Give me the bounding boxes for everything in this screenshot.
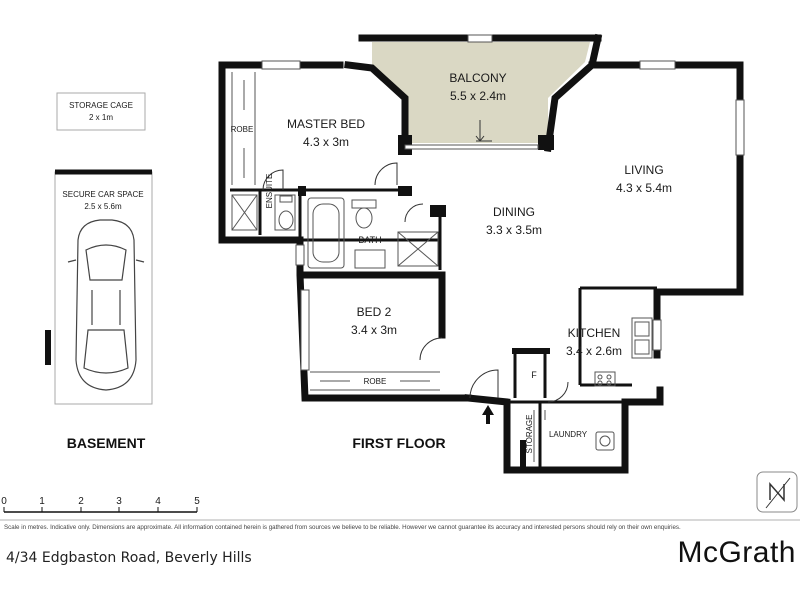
storage-lines bbox=[533, 410, 546, 462]
car-icon bbox=[67, 219, 145, 391]
master-robe bbox=[231, 72, 256, 185]
bath-fixtures bbox=[307, 197, 439, 269]
kitchen-fixtures bbox=[594, 317, 653, 451]
brand-logo: McGrath bbox=[677, 536, 796, 569]
car-space bbox=[45, 169, 153, 405]
entry-arrow-icon bbox=[482, 405, 494, 424]
dining-name: DINING bbox=[493, 205, 535, 219]
storage-cage-outline bbox=[56, 92, 146, 131]
bath-label: BATH bbox=[358, 235, 381, 245]
master-bed-size: 4.3 x 3m bbox=[303, 135, 349, 149]
first-floor-title: FIRST FLOOR bbox=[352, 435, 445, 451]
scale-tick-4: 4 bbox=[155, 496, 161, 507]
storage-cage-name: STORAGE CAGE bbox=[69, 101, 133, 110]
disclaimer-text: Scale in metres. Indicative only. Dimens… bbox=[4, 524, 681, 531]
scale-tick-5: 5 bbox=[194, 496, 200, 507]
basement-title: BASEMENT bbox=[67, 435, 146, 451]
windows bbox=[261, 34, 745, 371]
dining-size: 3.3 x 3.5m bbox=[486, 223, 542, 237]
scale-bar: 0 1 2 3 4 5 bbox=[1, 496, 200, 513]
partitions bbox=[230, 188, 657, 470]
doors bbox=[262, 120, 569, 403]
car-space-size: 2.5 x 5.6m bbox=[84, 202, 122, 211]
scale-tick-3: 3 bbox=[116, 496, 122, 507]
north-arrow-icon bbox=[756, 471, 798, 513]
kitchen-name: KITCHEN bbox=[568, 326, 621, 340]
storage-label: STORAGE bbox=[525, 415, 534, 454]
bed2-robe bbox=[310, 371, 440, 391]
robe-bed2-label: ROBE bbox=[364, 377, 387, 386]
fridge-label: F bbox=[531, 370, 537, 380]
bed2-name: BED 2 bbox=[357, 305, 392, 319]
balcony-name: BALCONY bbox=[449, 71, 506, 85]
car-space-name: SECURE CAR SPACE bbox=[62, 190, 143, 199]
living-name: LIVING bbox=[624, 163, 663, 177]
master-bed-name: MASTER BED bbox=[287, 117, 365, 131]
kitchen-size: 3.4 x 2.6m bbox=[566, 344, 622, 358]
scale-tick-1: 1 bbox=[39, 496, 45, 507]
property-address: 4/34 Edgbaston Road, Beverly Hills bbox=[6, 550, 252, 566]
storage-cage-size: 2 x 1m bbox=[89, 113, 113, 122]
ensuite-fixtures bbox=[231, 194, 296, 231]
robe-master-label: ROBE bbox=[231, 125, 254, 134]
ensuite-label: ENSUITE bbox=[265, 174, 274, 209]
balcony-size: 5.5 x 2.4m bbox=[450, 89, 506, 103]
laundry-label: LAUNDRY bbox=[549, 430, 588, 439]
living-size: 4.3 x 5.4m bbox=[616, 181, 672, 195]
scale-tick-2: 2 bbox=[78, 496, 84, 507]
walls bbox=[218, 33, 744, 474]
balcony-area bbox=[372, 42, 590, 143]
bed2-size: 3.4 x 3m bbox=[351, 323, 397, 337]
scale-tick-0: 0 bbox=[1, 496, 7, 507]
